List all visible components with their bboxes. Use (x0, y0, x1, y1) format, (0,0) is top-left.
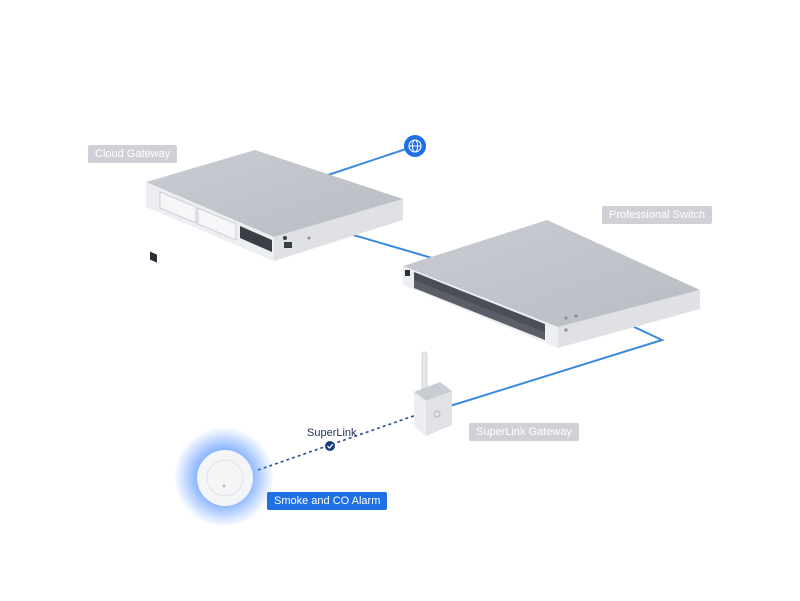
smoke-alarm-device[interactable] (174, 427, 274, 527)
professional-switch-device[interactable] (403, 220, 700, 348)
cloud-gateway-device[interactable] (146, 150, 403, 263)
superlink-gateway-label: SuperLink Gateway (469, 423, 579, 441)
superlink-link-label: SuperLink (307, 427, 357, 439)
professional-switch-label: Professional Switch (602, 206, 712, 224)
link-gateway-switch (349, 233, 433, 259)
cloud-gateway-label: Cloud Gateway (88, 145, 178, 163)
smoke-alarm-label: Smoke and CO Alarm (267, 492, 388, 510)
superlink-wireless-link (257, 412, 423, 471)
checkmark-icon (325, 441, 335, 451)
globe-icon[interactable] (404, 135, 426, 157)
superlink-gateway-device[interactable] (414, 351, 452, 436)
link-gateway-internet (327, 145, 416, 176)
